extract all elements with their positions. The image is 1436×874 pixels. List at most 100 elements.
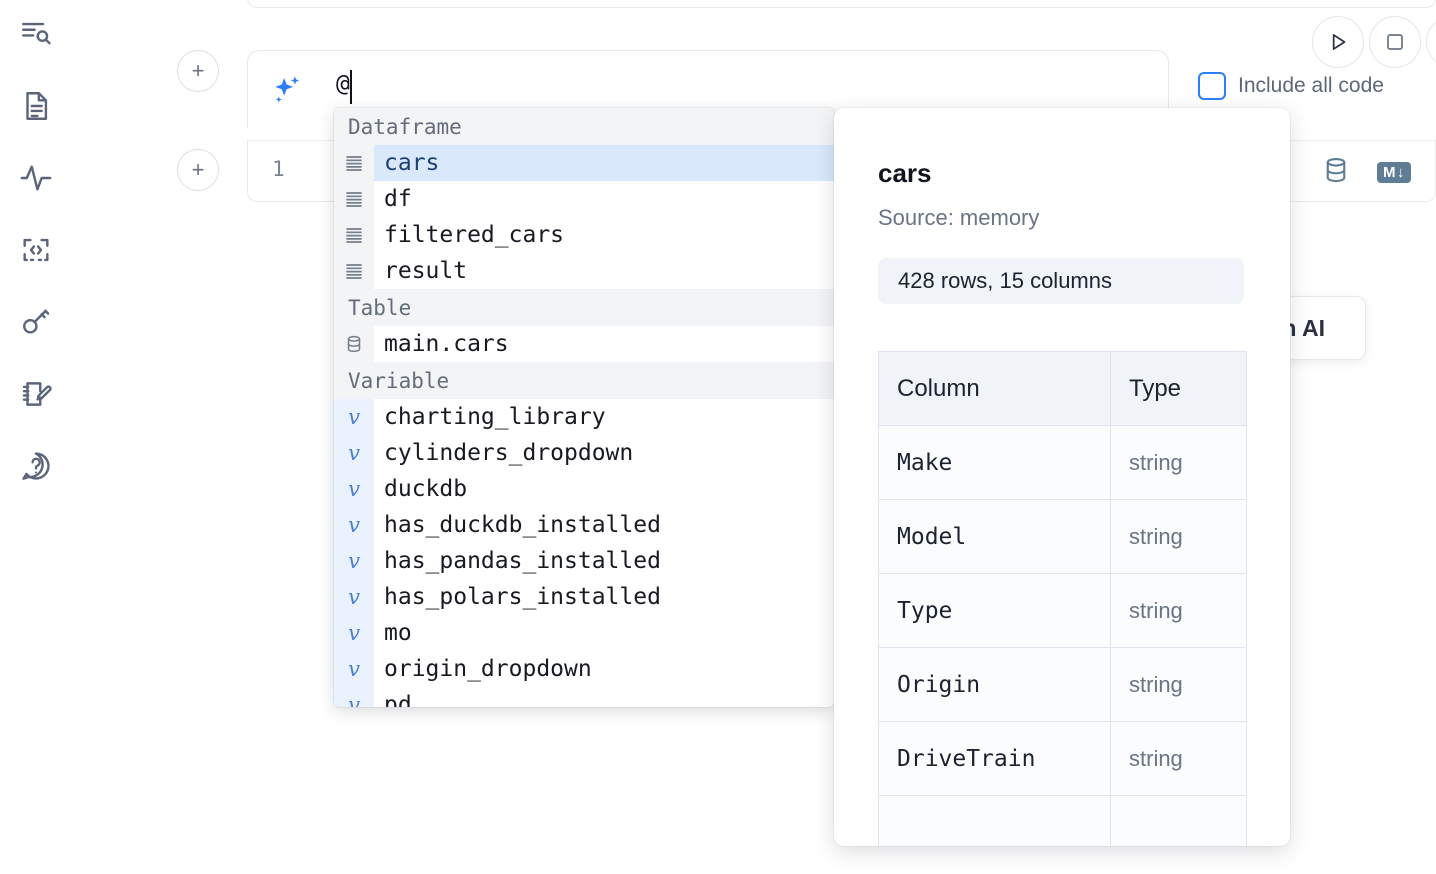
autocomplete-section-header: Dataframe [334,108,834,145]
preview-shape-badge: 428 rows, 15 columns [878,258,1244,304]
schema-column-type: string [1110,499,1247,574]
line-number: 1 [272,157,285,181]
autocomplete-item-icon [334,181,374,217]
variable-icon: v [348,477,360,501]
autocomplete-item[interactable]: dfin-memory [334,181,834,217]
autocomplete-item-icon: v [334,687,374,707]
stop-square-icon [1387,34,1403,50]
autocomplete-item-name: has_polars_installed [384,584,661,610]
autocomplete-item-name: result [384,258,468,284]
ai-prompt-input[interactable]: @ [336,71,350,97]
autocomplete-list[interactable]: Dataframecarsin-memorydfin-memoryfiltere… [334,108,834,707]
scratchpad-icon[interactable] [14,372,58,416]
variable-icon: v [348,621,360,645]
more-actions-button[interactable] [1426,16,1436,68]
autocomplete-item-type: module [694,621,834,645]
markdown-badge-arrow: ↓ [1397,164,1405,181]
autocomplete-item-icon: v [334,507,374,543]
autocomplete-item-icon [334,217,374,253]
include-all-code-row[interactable]: Include all code [1198,72,1384,100]
autocomplete-item[interactable]: vpdmodule [334,687,834,707]
schema-header-cell-type: Type [1110,351,1247,426]
dataframe-icon [346,192,362,207]
autocomplete-item-icon [334,253,374,289]
autocomplete-item[interactable]: result in-memory [334,253,834,289]
autocomplete-item[interactable]: cars in-memory [334,145,834,181]
autocomplete-item-icon: v [334,435,374,471]
left-icon-rail [0,0,72,874]
activity-icon[interactable] [14,156,58,200]
explore-icon[interactable] [14,12,58,56]
variable-icon: v [348,657,360,681]
dataframe-icon [346,156,362,171]
autocomplete-section-header: Variable [334,362,834,399]
autocomplete-item-name: main.cars [384,331,509,357]
autocomplete-item-icon [334,145,374,181]
cell-action-icons: M ↓ [1321,155,1411,190]
include-all-code-checkbox[interactable] [1198,72,1226,100]
autocomplete-item-name: pd [384,692,412,707]
autocomplete-item-icon: v [334,651,374,687]
autocomplete-item[interactable]: main.cars in-memory [334,326,834,362]
schema-column-name: DriveTrain [878,721,1111,796]
file-icon[interactable] [14,84,58,128]
autocomplete-item-icon: v [334,579,374,615]
autocomplete-item-icon: v [334,399,374,435]
code-snippet-icon[interactable] [14,228,58,272]
run-button[interactable] [1312,16,1364,68]
include-all-code-label: Include all code [1238,74,1384,97]
add-cell-above-button[interactable]: + [177,50,219,92]
stop-button[interactable] [1369,16,1421,68]
schema-column-name: Make [878,425,1111,500]
variable-icon: v [348,405,360,429]
autocomplete-item-name: origin_dropdown [384,656,592,682]
dataframe-preview-panel: cars Source: memory 428 rows, 15 columns… [834,108,1290,846]
key-icon[interactable] [14,300,58,344]
add-cell-below-button[interactable]: + [177,149,219,191]
autocomplete-item-name: cars [384,150,440,176]
markdown-badge[interactable]: M ↓ [1377,162,1411,183]
autocomplete-item-icon: v [334,471,374,507]
variable-icon: v [348,441,360,465]
autocomplete-item-type: module [694,477,834,501]
autocomplete-item-name: has_pandas_installed [384,548,661,574]
autocomplete-item-type: range_slider [694,441,834,465]
autocomplete-item-type: in-memory [694,332,834,356]
autocomplete-item-name: cylinders_dropdown [384,440,634,466]
help-icon[interactable] [14,444,58,488]
autocomplete-item-type: in-memory [694,151,834,175]
autocomplete-item[interactable]: filtered_carsin-memory [334,217,834,253]
autocomplete-item-type: in-memory [694,259,834,283]
autocomplete-item[interactable]: vmomodule [334,615,834,651]
database-icon[interactable] [1321,155,1351,190]
autocomplete-dropdown[interactable]: Dataframecarsin-memorydfin-memoryfiltere… [334,108,834,707]
markdown-badge-letter: M [1383,164,1396,181]
schema-column-type: string [1110,573,1247,648]
dataframe-icon [346,264,362,279]
autocomplete-item-name: filtered_cars [384,222,565,248]
schema-column-type: string [1110,647,1247,722]
autocomplete-item-name: duckdb [384,476,468,502]
schema-header-cell-column: Column [878,351,1111,426]
autocomplete-item-icon: v [334,543,374,579]
preview-title: cars [878,158,932,188]
variable-icon: v [348,513,360,537]
schema-column-type: string [1110,425,1247,500]
variable-icon: v [348,585,360,609]
autocomplete-item[interactable]: v cylinders_dropdown range_slider [334,435,834,471]
schema-column-name: Type [878,573,1111,648]
schema-column-name: Origin [878,647,1111,722]
autocomplete-item-name: has_duckdb_installed [384,512,661,538]
